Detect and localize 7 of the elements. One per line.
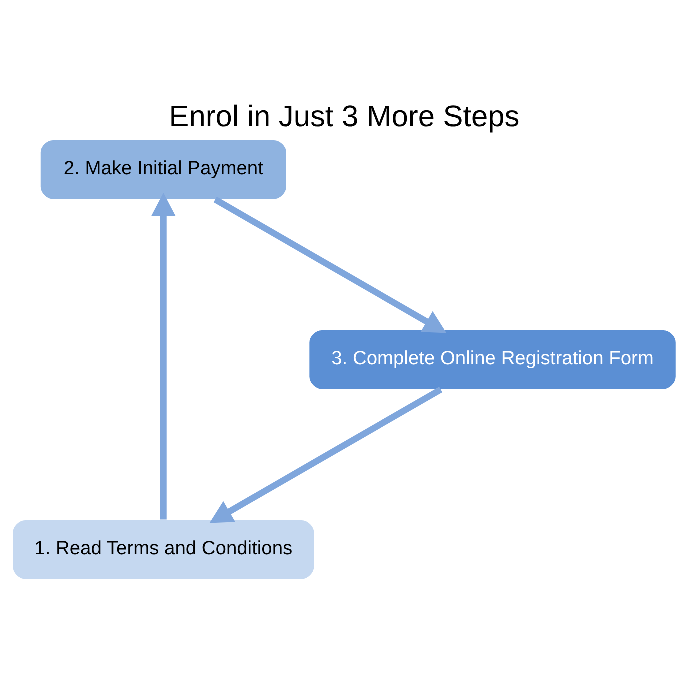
node-box: 2. Make Initial Payment <box>40 138 288 200</box>
node-box: 3. Complete Online Registration Form <box>308 328 677 390</box>
arrow <box>210 386 443 523</box>
arrow <box>152 192 176 520</box>
node-box: 1. Read Terms and Conditions <box>12 518 316 580</box>
arrow <box>214 196 447 333</box>
diagram-title: Enrol in Just 3 More Steps <box>169 100 520 133</box>
